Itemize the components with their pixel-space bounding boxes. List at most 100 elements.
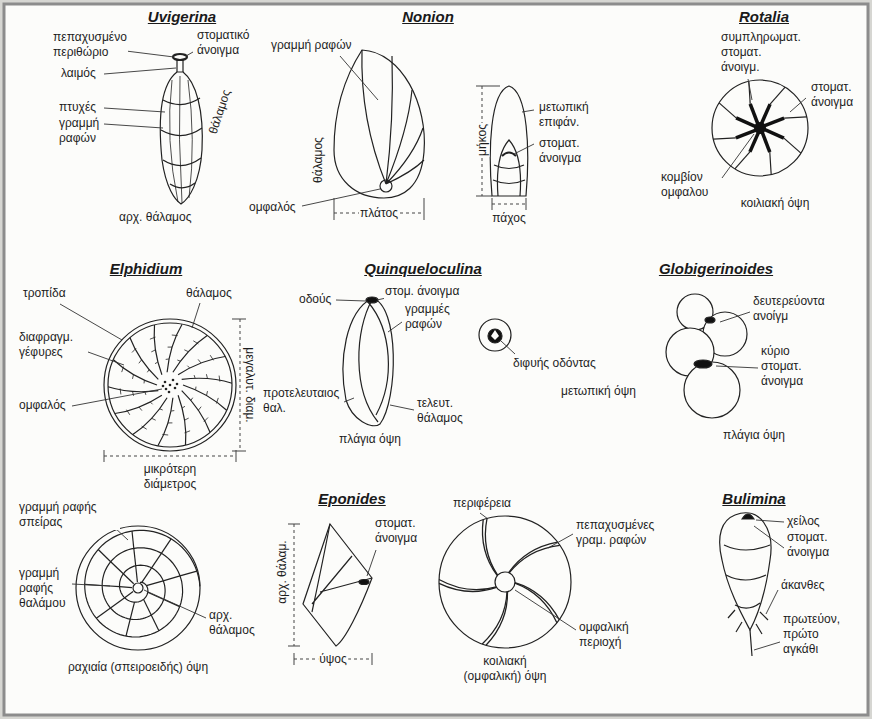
chamber-suture: [123, 574, 133, 584]
thick-suture: [750, 104, 758, 125]
septal-bridge: [133, 391, 134, 395]
septal-bridge: [155, 362, 158, 364]
septal-bridge: [182, 406, 185, 408]
part-label: αρχ. θάλαμος: [118, 210, 192, 225]
genus-title: Quinqueloculina: [363, 260, 483, 278]
suture: [182, 391, 210, 433]
aperture: [742, 514, 754, 519]
thick-suture: [764, 129, 784, 138]
umbilical-dot: [165, 388, 168, 391]
suture: [167, 324, 182, 372]
proloculus: [133, 583, 143, 593]
thick-sutures: [439, 519, 560, 646]
septal-bridge: [216, 398, 218, 404]
rotalia-shell: [712, 80, 808, 176]
chamber-suture: [161, 539, 171, 554]
septal-bridge: [184, 350, 188, 352]
genus-title: Eponides: [317, 490, 387, 508]
part-label: στοματικό άνοιγμα: [196, 28, 250, 58]
part-label: κοιλιακή (ομφαλική) όψη: [454, 654, 556, 684]
chamber-suture: [164, 600, 180, 607]
genus-title: Rotalia: [738, 8, 790, 26]
chamber-suture: [146, 581, 163, 586]
septal-bridge: [210, 355, 213, 360]
part-label: μήκος: [475, 123, 490, 157]
septal-bridge: [166, 359, 169, 360]
thick-suture: [439, 580, 496, 590]
dimension-ticks: [104, 86, 526, 665]
leader: [104, 50, 193, 128]
chamber-suture: [152, 553, 162, 568]
genus-title: Globigerinoides: [658, 260, 774, 278]
frame: [4, 4, 868, 715]
part-label: γραμμή ραφής θαλάμου: [18, 566, 67, 611]
umbilical-dot: [172, 379, 175, 382]
part-label: γραμμή ραφής σπείρας: [18, 500, 120, 530]
suture: [158, 398, 173, 446]
septal-bridge: [195, 387, 196, 390]
septal-bridge: [185, 431, 191, 433]
chamber-suture: [130, 602, 134, 619]
chamber-suture: [126, 619, 130, 636]
suture: [719, 103, 736, 118]
part-label: πτυχές: [58, 100, 97, 115]
septal-bridge: [151, 350, 155, 352]
chambers: [493, 140, 525, 196]
chamber-suture: [144, 599, 152, 615]
part-label: στομ. άνοιγμα: [384, 284, 460, 299]
leader: [722, 79, 806, 178]
genus-title: Bulimina: [721, 490, 786, 508]
chamber-suture: [120, 586, 132, 588]
part-label: ομφαλός: [248, 200, 297, 215]
chamber-suture: [111, 598, 125, 608]
umbilical-area: [495, 572, 515, 592]
septal-bridge: [139, 360, 142, 364]
septal-bridge: [207, 391, 208, 395]
umbilical-dot: [164, 381, 167, 384]
part-label: πλάτος: [359, 206, 399, 221]
thick-suture: [761, 104, 770, 124]
part-label: πλάγια όψη: [722, 428, 786, 443]
spiral-shell: [76, 526, 200, 650]
thick-suture: [439, 583, 497, 591]
chamber: [684, 362, 740, 418]
septal-bridge: [185, 418, 189, 420]
elphidium-keel: [104, 319, 236, 451]
chamber-suture: [125, 592, 133, 598]
leader-lines: [60, 50, 806, 650]
umbilical-dot: [174, 387, 177, 390]
septal-bridge: [132, 348, 136, 352]
umbilical-dot: [162, 385, 165, 388]
chamber-suture: [142, 568, 152, 583]
dimension-line: [104, 86, 526, 659]
septal-bridge: [219, 376, 221, 382]
suture-lines: [312, 524, 372, 612]
septal-bridge: [144, 380, 145, 383]
part-label: τελευτ. θάλαμος: [416, 396, 464, 426]
suture: [713, 138, 736, 139]
suture-lines: [161, 98, 202, 188]
septal-bridge: [191, 398, 193, 401]
genus-title: Nonion: [401, 8, 455, 26]
part-label: μετωπική επιφάν.: [538, 100, 590, 130]
septal-bridge: [120, 388, 122, 394]
septal-bridge: [160, 409, 163, 410]
umbilical-dot: [169, 384, 172, 387]
suture-lines: [362, 50, 424, 184]
septal-bridge: [122, 367, 124, 373]
suture: [784, 117, 807, 118]
thick-suture: [485, 519, 497, 576]
chamber-suture: [96, 608, 110, 618]
leader: [302, 56, 534, 206]
dimension-lines: [104, 86, 526, 659]
neck: [177, 60, 183, 72]
part-label: ραχιαία (σπειροειδής) όψη: [52, 660, 224, 675]
uvigerina-shell: [160, 72, 202, 204]
thick-suture: [482, 520, 497, 576]
part-label: προτελευταιος θαλ.: [262, 386, 340, 416]
part-label: στοματ. άνοιγμα: [374, 516, 418, 546]
part-label: γραμμή ραφών: [270, 38, 353, 53]
part-label: θάλαμος: [185, 286, 233, 301]
septal-bridge: [171, 410, 174, 411]
